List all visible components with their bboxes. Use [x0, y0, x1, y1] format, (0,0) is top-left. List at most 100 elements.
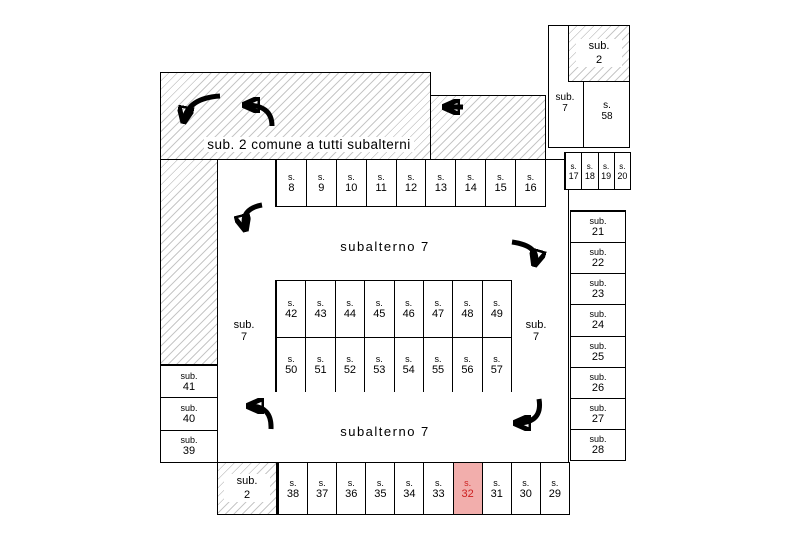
unit-prefix: sub.	[589, 340, 607, 351]
stall-prefix: s.	[493, 298, 501, 308]
stall-35: s. 35	[365, 463, 395, 514]
unit-number: 28	[591, 443, 605, 456]
stall-prefix: s.	[527, 172, 535, 182]
stall-number: 56	[461, 364, 474, 376]
unit-sub-24: sub. 24	[571, 304, 625, 336]
stall-15: s. 15	[485, 160, 516, 206]
stall-38: s. 38	[278, 463, 308, 514]
stall-number: 33	[432, 487, 445, 500]
stall-number: 49	[490, 308, 503, 320]
stall-54: s. 54	[393, 338, 423, 392]
unit-prefix: sub.	[589, 216, 607, 227]
stall-prefix: s.	[493, 477, 501, 488]
stall-number: 30	[519, 487, 532, 500]
stall-43: s. 43	[305, 281, 335, 337]
stall-56: s. 56	[452, 338, 482, 392]
stall-prefix: s.	[493, 354, 501, 364]
stall-prefix: s.	[346, 354, 354, 364]
stall-44: s. 44	[334, 281, 365, 337]
unit-number: 21	[591, 226, 605, 239]
stall-prefix: s.	[435, 477, 443, 488]
stalls-row-center-top: s. 42 s. 43 s. 44 s. 45	[276, 281, 511, 337]
stall-45: s. 45	[364, 281, 394, 337]
stall-11: s. 11	[365, 160, 396, 206]
stall-number: 36	[345, 487, 358, 500]
stall-8: s. 8	[276, 160, 306, 206]
stall-number: 50	[285, 364, 298, 376]
unit-sub-39: sub. 39	[161, 429, 217, 462]
stall-number: 29	[548, 487, 562, 500]
stall-number: 44	[343, 308, 357, 320]
stall-14: s. 14	[455, 160, 486, 206]
unit-sub2-bottom-left-label: sub. 2	[224, 474, 270, 502]
stall-42: s. 42	[276, 281, 306, 337]
stall-number: 16	[524, 182, 537, 194]
stall-number: 15	[494, 182, 507, 194]
stall-prefix: s.	[317, 172, 325, 182]
stall-number: 42	[285, 308, 298, 320]
stall-prefix: s.	[497, 172, 505, 182]
stall-number: 38	[286, 487, 300, 500]
unit-sub-23: sub. 23	[571, 273, 625, 305]
stall-prefix: s.	[619, 161, 626, 171]
stall-16: s. 16	[515, 160, 546, 206]
stall-52: s. 52	[334, 338, 365, 392]
stall-58-label: s. 58	[601, 100, 613, 122]
stall-number: 37	[316, 487, 329, 500]
units-column-left: sub. 41 sub. 40 sub. 39	[160, 364, 218, 463]
aisle-label-bottom: subalterno 7	[340, 424, 430, 439]
common-area-hatch-top-right	[430, 95, 546, 160]
stall-number: 10	[345, 182, 358, 194]
stall-prefix: s.	[405, 354, 413, 364]
stall-prefix: s.	[376, 477, 384, 488]
stall-31: s. 31	[481, 463, 511, 514]
stall-10: s. 10	[335, 160, 366, 206]
stall-32: s. 32	[452, 463, 482, 514]
stall-number: 8	[288, 182, 295, 194]
unit-sub-41: sub. 41	[161, 365, 217, 398]
unit-number: 24	[591, 319, 605, 332]
unit-number: 40	[182, 412, 196, 425]
stall-number: 20	[617, 170, 628, 181]
stall-number: 12	[404, 182, 418, 194]
stall-29: s. 29	[539, 463, 569, 514]
stall-prefix: s.	[287, 172, 295, 182]
stall-12: s. 12	[395, 160, 426, 206]
stall-number: 54	[402, 364, 415, 376]
stall-57: s. 57	[481, 338, 511, 392]
unit-number: 41	[182, 380, 196, 393]
aisle-label-top: subalterno 7	[340, 239, 430, 254]
stall-46: s. 46	[393, 281, 423, 337]
common-area-label: sub. 2 comune a tutti subalterni	[163, 137, 455, 152]
stalls-row-top: s. 8 s. 9 s. 10 s. 11 s. 12	[275, 159, 546, 207]
stall-30: s. 30	[510, 463, 540, 514]
stall-number: 19	[601, 170, 612, 181]
unit-number: 27	[591, 412, 605, 425]
stall-prefix: s.	[570, 161, 577, 171]
unit-prefix: sub.	[180, 435, 198, 446]
common-area-hatch-left-strip	[160, 159, 218, 365]
unit-number: 39	[182, 445, 196, 458]
stall-9: s. 9	[305, 160, 336, 206]
stall-prefix: s.	[551, 477, 559, 488]
common-area-label-text: sub. 2 comune a tutti subalterni	[204, 137, 414, 152]
stall-prefix: s.	[586, 161, 593, 171]
stall-17: s. 17	[565, 153, 582, 189]
stall-20: s. 20	[613, 153, 630, 189]
stall-37: s. 37	[307, 463, 337, 514]
stall-number: 57	[490, 364, 503, 376]
unit-sub-22: sub. 22	[571, 242, 625, 274]
stall-prefix: s.	[347, 477, 355, 488]
stall-number: 13	[434, 182, 448, 194]
unit-prefix: sub.	[589, 433, 607, 444]
stall-prefix: s.	[405, 477, 413, 488]
stall-prefix: s.	[463, 354, 471, 364]
stall-47: s. 47	[422, 281, 453, 337]
stall-number: 34	[403, 487, 416, 500]
stall-prefix: s.	[467, 172, 475, 182]
unit-sub-28: sub. 28	[571, 428, 625, 460]
stall-number: 17	[568, 170, 579, 181]
stall-prefix: s.	[375, 298, 383, 308]
stall-number: 45	[373, 308, 386, 320]
